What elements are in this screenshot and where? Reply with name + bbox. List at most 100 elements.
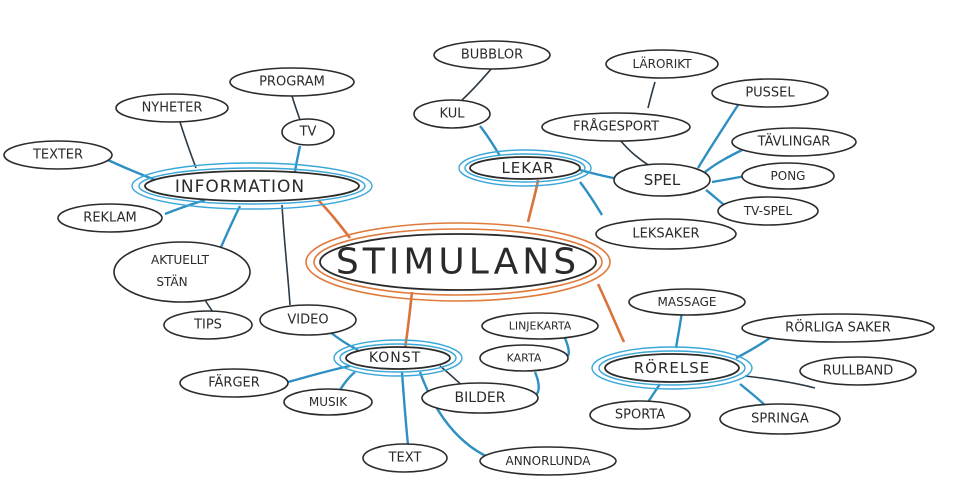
node-tv: TV — [281, 118, 335, 146]
node-larorikt: LÄRORIKT — [605, 49, 719, 79]
edge-spel-tavlingar — [704, 148, 743, 173]
node-text: TEXT — [362, 443, 448, 473]
hub-rorelse: RÖRELSE — [591, 346, 753, 390]
edge-spel-larorikt — [647, 81, 656, 109]
edge-rorelse-rullband — [744, 375, 816, 389]
node-massage: MASSAGE — [628, 288, 746, 316]
node-bubblor: BUBBLOR — [433, 40, 551, 70]
node-program-label: PROGRAM — [259, 75, 325, 90]
node-karta-label: KARTA — [507, 352, 542, 365]
node-tavlingar: TÄVLINGAR — [731, 127, 857, 157]
hub-lekar-glow-outer — [458, 149, 592, 187]
edge-spel-pong — [711, 174, 746, 184]
node-fragesport: FRÅGESPORT — [541, 112, 691, 142]
node-tv-oval — [281, 118, 335, 146]
node-nyheter-label: NYHETER — [142, 101, 203, 116]
node-tips-label: TIPS — [193, 318, 222, 333]
node-tv-spel-oval — [717, 196, 819, 226]
center-oval — [319, 233, 597, 291]
node-musik: MUSIK — [283, 388, 373, 416]
node-kul: KUL — [413, 99, 491, 129]
edge-konst-text — [400, 371, 410, 446]
edge-bilder-karta — [533, 371, 540, 397]
node-reklam: REKLAM — [57, 203, 163, 233]
node-annorlunda-oval — [479, 446, 617, 476]
node-larorikt-label: LÄRORIKT — [632, 56, 692, 71]
edge-lekar-leksaker — [579, 181, 604, 216]
node-farger-oval — [179, 368, 289, 398]
node-pussel-label: PUSSEL — [745, 86, 795, 101]
node-texter-label: TEXTER — [32, 148, 83, 163]
node-massage-label: MASSAGE — [658, 295, 717, 309]
node-rullband: RULLBAND — [799, 356, 917, 386]
node-fragesport-label: FRÅGESPORT — [573, 119, 659, 135]
hub-lekar-oval — [469, 156, 581, 180]
hub-lekar-glow-inner — [464, 153, 586, 183]
edge-information-tv — [293, 145, 302, 173]
node-pong-oval — [741, 162, 835, 190]
hub-information: INFORMATION — [131, 162, 373, 210]
node-sporta-label: SPORTA — [615, 408, 665, 423]
node-texter-oval — [3, 140, 113, 170]
node-nyheter: NYHETER — [115, 93, 229, 123]
edge-spel-pussel — [696, 101, 742, 169]
node-springa: SPRINGA — [719, 403, 841, 435]
node-rorliga-saker-label: RÖRLIGA SAKER — [785, 319, 891, 336]
edge-kul-bubblor — [461, 67, 493, 101]
node-karta-oval — [479, 344, 569, 372]
node-larorikt-oval — [605, 49, 719, 79]
node-linjekarta-oval — [481, 312, 599, 340]
node-aktuellt-label-line1: AKTUELLT — [151, 253, 210, 267]
edge-karta-linjekarta — [563, 337, 570, 357]
node-springa-label: SPRINGA — [751, 412, 809, 427]
node-massage-oval — [628, 288, 746, 316]
node-spel-oval — [613, 163, 711, 197]
node-aktuellt-label-line2: STÄN — [156, 274, 187, 289]
node-karta: KARTA — [479, 344, 569, 372]
node-springa-oval — [719, 403, 841, 435]
node-musik-label: MUSIK — [309, 395, 348, 409]
node-fragesport-oval — [541, 112, 691, 142]
node-sporta-oval — [589, 400, 691, 430]
edge-spel-fragesport — [619, 139, 651, 167]
hub-lekar-label: LEKAR — [501, 159, 554, 177]
hub-konst-label: KONST — [369, 350, 421, 366]
node-pong-label: PONG — [771, 169, 806, 183]
edge-konst-musik — [338, 371, 356, 391]
node-annorlunda-label: ANNORLUNDA — [505, 454, 591, 468]
node-farger: FÄRGER — [179, 368, 289, 398]
edge-center-information — [317, 199, 352, 239]
edge-tv-program — [291, 95, 301, 121]
node-aktuellt: AKTUELLT STÄN — [113, 241, 251, 303]
node-tv-spel: TV-SPEL — [717, 196, 819, 226]
node-spel: SPEL — [613, 163, 711, 197]
hub-rorelse-label: RÖRELSE — [634, 358, 711, 377]
node-bilder: BILDER — [421, 382, 539, 414]
node-tavlingar-label: TÄVLINGAR — [757, 134, 831, 150]
hub-konst: KONST — [333, 339, 463, 377]
node-rorliga-saker-oval — [741, 313, 935, 343]
node-video-oval — [259, 304, 357, 336]
node-leksaker-label: LEKSAKER — [632, 227, 699, 242]
edge-konst-video — [329, 331, 359, 352]
edge-information-nyheter — [179, 121, 197, 169]
hub-konst-glow-inner — [339, 343, 457, 373]
node-rullband-oval — [799, 356, 917, 386]
node-text-oval — [362, 443, 448, 473]
hub-information-glow-outer — [131, 162, 373, 210]
node-bilder-label: BILDER — [455, 390, 506, 406]
edge-information-reklam — [164, 198, 206, 216]
hub-information-glow-inner — [138, 167, 366, 205]
edge-center-rorelse — [596, 283, 626, 343]
node-leksaker-oval — [595, 218, 737, 250]
hub-rorelse-glow-outer — [591, 346, 753, 390]
node-rullband-label: RULLBAND — [823, 364, 894, 379]
node-farger-label: FÄRGER — [208, 375, 260, 391]
node-bilder-oval — [421, 382, 539, 414]
edge-konst-annorlunda — [418, 371, 491, 460]
edge-konst-farger — [287, 364, 351, 384]
node-pussel: PUSSEL — [711, 78, 829, 108]
node-program: PROGRAM — [229, 67, 355, 97]
node-tips: TIPS — [163, 310, 253, 340]
center-node: STIMULANS — [305, 222, 611, 302]
